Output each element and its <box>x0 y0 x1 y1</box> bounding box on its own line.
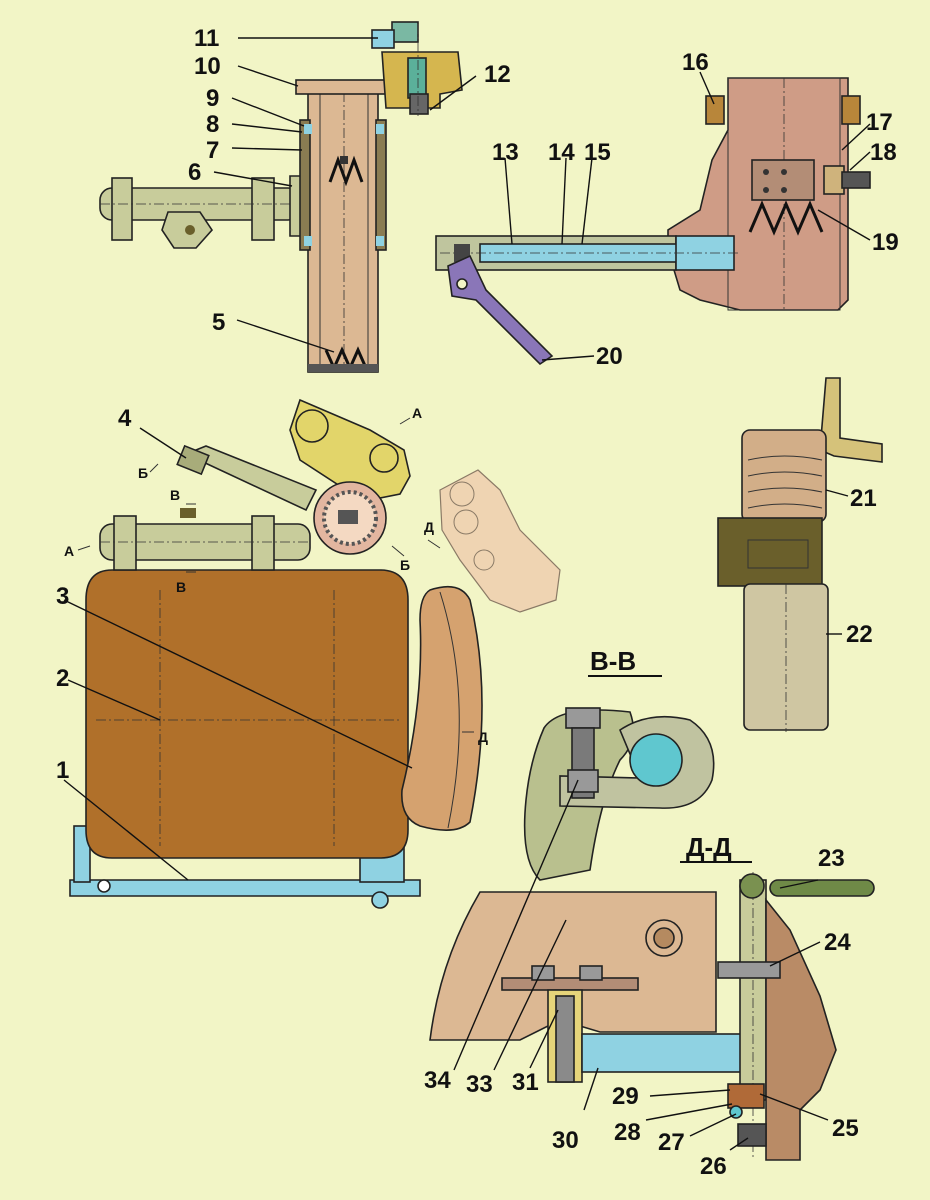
label-10: 10 <box>194 53 221 80</box>
seat-cushion-2 <box>85 569 409 859</box>
part-numbers: 11 10 9 8 7 6 5 12 13 14 15 16 17 18 19 … <box>56 25 899 1180</box>
label-33: 33 <box>466 1071 493 1098</box>
shaft-hatched <box>629 733 683 787</box>
handle-23 <box>769 879 875 897</box>
label-25: 25 <box>832 1115 859 1142</box>
lever-20 <box>447 254 554 366</box>
bolt-24 <box>717 961 781 979</box>
label-1: 1 <box>56 757 69 784</box>
label-24: 24 <box>824 929 851 956</box>
tube-30 <box>581 1033 743 1073</box>
label-28: 28 <box>614 1119 641 1146</box>
block-17 <box>751 159 815 201</box>
label-7: 7 <box>206 137 219 164</box>
label-23: 23 <box>818 845 845 872</box>
label-29: 29 <box>612 1083 639 1110</box>
plate-33 <box>501 977 639 991</box>
top-cap-10 <box>295 79 387 95</box>
label-18: 18 <box>870 139 897 166</box>
label-9: 9 <box>206 85 219 112</box>
mark-v-top: В <box>170 487 180 503</box>
back-pad-3 <box>401 585 483 831</box>
label-27: 27 <box>658 1129 685 1156</box>
label-8: 8 <box>206 111 219 138</box>
label-15: 15 <box>584 139 611 166</box>
label-14: 14 <box>548 139 575 166</box>
collar-dark <box>717 517 823 587</box>
view-main-assembly <box>69 398 561 909</box>
base-frame-1 <box>69 879 421 897</box>
mark-v-bottom: В <box>176 579 186 595</box>
label-16: 16 <box>682 49 709 76</box>
axle-clamp-left <box>111 177 133 241</box>
mark-a-top: А <box>412 405 422 421</box>
label-13: 13 <box>492 139 519 166</box>
label-20: 20 <box>596 343 623 370</box>
label-2: 2 <box>56 665 69 692</box>
label-30: 30 <box>552 1127 579 1154</box>
label-26: 26 <box>700 1153 727 1180</box>
spring-19 <box>748 200 824 236</box>
bracket-alt-position <box>439 469 561 613</box>
bellows-21 <box>741 429 827 523</box>
label-12: 12 <box>484 61 511 88</box>
axle-clamp-right <box>251 177 275 241</box>
label-22: 22 <box>846 621 873 648</box>
label-21: 21 <box>850 485 877 512</box>
mark-d-pad: Д <box>478 729 488 745</box>
mark-b-right: Б <box>400 557 410 573</box>
view-section-dd <box>429 861 875 1161</box>
label-3: 3 <box>56 583 69 610</box>
label-5: 5 <box>212 309 225 336</box>
leader-lines <box>63 37 871 1151</box>
lug-bolt <box>185 225 195 235</box>
label-31: 31 <box>512 1069 539 1096</box>
view-top-right-section <box>435 77 871 366</box>
mark-a-left: А <box>64 543 74 559</box>
mark-b-left: Б <box>138 465 148 481</box>
label-34: 34 <box>424 1067 451 1094</box>
label-6: 6 <box>188 159 201 186</box>
section-marks: А А Б Б В В Д Д <box>64 405 488 745</box>
label-4: 4 <box>118 405 132 432</box>
handle-4 <box>183 445 318 512</box>
section-title-dd: Д-Д <box>686 832 732 862</box>
label-17: 17 <box>866 109 893 136</box>
label-19: 19 <box>872 229 899 256</box>
spring-top <box>328 155 364 187</box>
section-title-vv: В-В <box>590 646 636 676</box>
view-top-left-section <box>99 21 463 373</box>
label-11: 11 <box>194 25 219 52</box>
view-cylinder <box>717 377 883 732</box>
handle-21-top <box>819 377 883 463</box>
mark-d-top: Д <box>424 519 434 535</box>
